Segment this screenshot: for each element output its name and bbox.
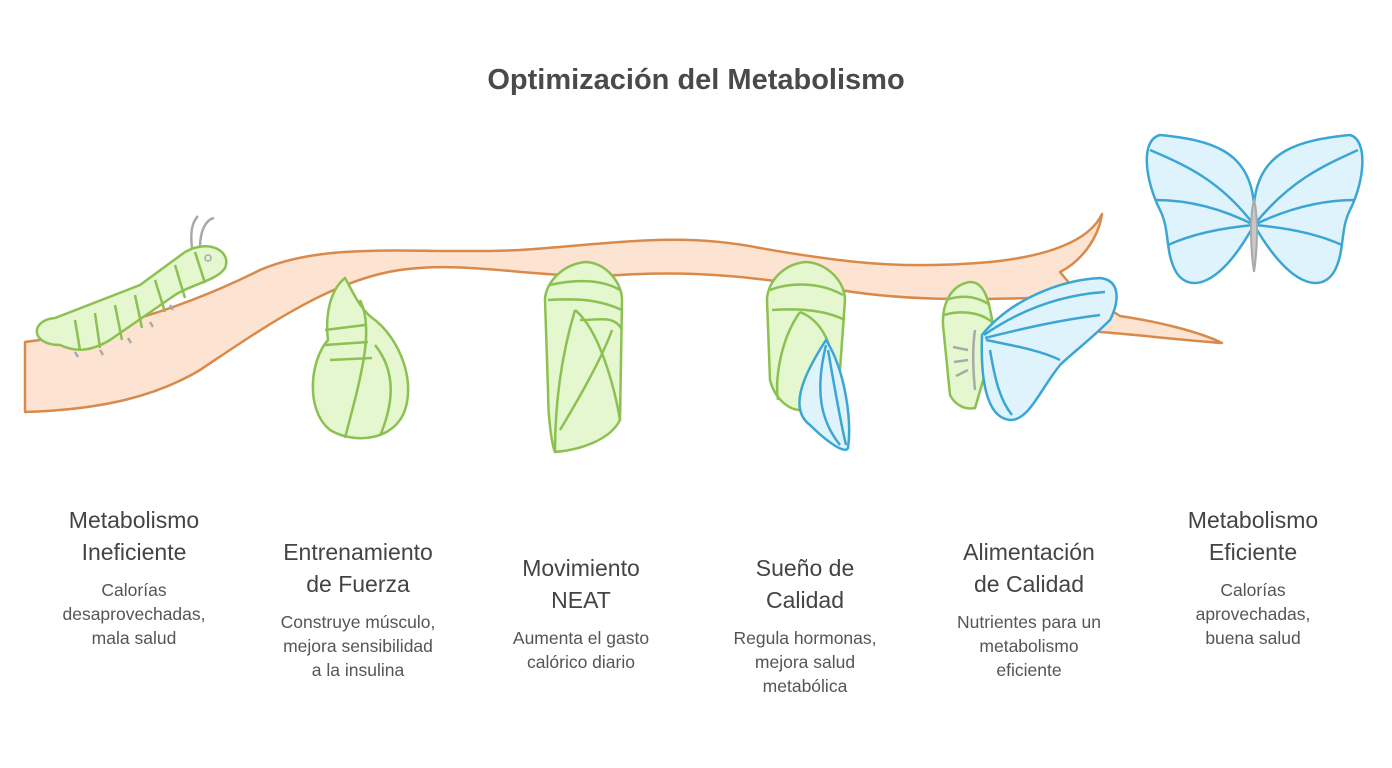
stage-description: Calorías desaprovechadas, mala salud <box>62 580 206 648</box>
stage-description: Construye músculo, mejora sensibilidad a… <box>280 612 436 680</box>
stage-alimentacion-calidad: Alimentación de Calidad Nutrientes para … <box>919 536 1139 682</box>
stage-title: Alimentación de Calidad <box>963 539 1095 597</box>
diagram-title: Optimización del Metabolismo <box>487 64 905 96</box>
stage-title: Metabolismo Ineficiente <box>68 507 200 565</box>
stage-metabolismo-eficiente: Metabolismo Eficiente Calorías aprovecha… <box>1143 504 1363 650</box>
chrysalis-emerging-icon <box>765 260 851 451</box>
stage-description: Regula hormonas, mejora salud metabólica <box>733 628 877 696</box>
butterfly-icon <box>1145 133 1364 285</box>
stage-movimiento-neat: Movimiento NEAT Aumenta el gasto calóric… <box>471 552 691 674</box>
stage-title: Metabolismo Eficiente <box>1187 507 1319 565</box>
stage-title: Movimiento NEAT <box>522 555 640 613</box>
stage-description: Nutrientes para un metabolismo eficiente <box>957 612 1101 680</box>
stage-title: Sueño de Calidad <box>755 555 855 613</box>
stage-description: Aumenta el gasto calórico diario <box>512 628 650 672</box>
stage-entrenamiento-fuerza: Entrenamiento de Fuerza Construye múscul… <box>248 536 468 682</box>
caterpillar-icon <box>35 215 228 358</box>
chrysalis-icon <box>543 260 624 454</box>
chrysalis-early-icon <box>311 276 410 440</box>
branch <box>23 212 1224 414</box>
stage-description: Calorías aprovechadas, buena salud <box>1195 580 1311 648</box>
stage-metabolismo-ineficiente: Metabolismo Ineficiente Calorías desapro… <box>24 504 244 650</box>
stage-title: Entrenamiento de Fuerza <box>283 539 433 597</box>
stage-sueno-calidad: Sueño de Calidad Regula hormonas, mejora… <box>695 552 915 698</box>
butterfly-emerging-icon <box>941 276 1118 422</box>
